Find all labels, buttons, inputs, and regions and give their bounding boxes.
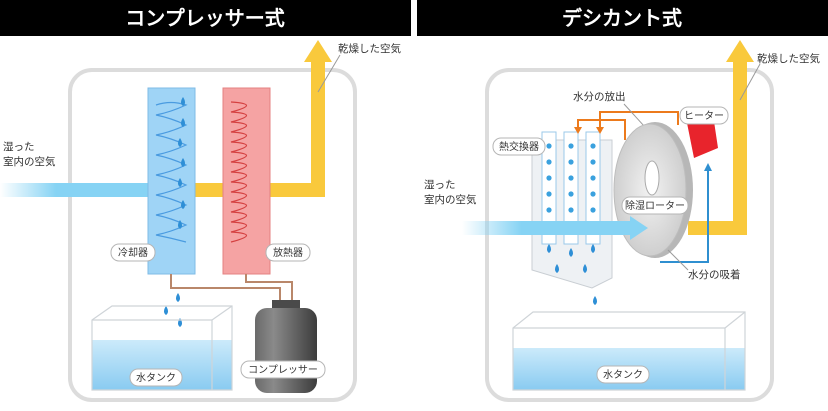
radiator-label-pill bbox=[265, 243, 311, 262]
cooler-condensation-drops bbox=[178, 97, 185, 229]
adsorb-arrowhead bbox=[704, 163, 712, 171]
rotor-label: 除湿ローター bbox=[625, 199, 685, 212]
right-humid-air-arrowhead bbox=[630, 216, 648, 240]
radiator-coil bbox=[230, 101, 248, 243]
left-humid-air-label: 湿った 室内の空気 bbox=[3, 141, 56, 168]
cooler-label-pill bbox=[110, 243, 156, 262]
adsorb-leader bbox=[667, 249, 689, 271]
moisture-release-label: 水分の放出 bbox=[573, 90, 626, 103]
heater-label: ヒーター bbox=[684, 110, 724, 122]
left-title: コンプレッサー式 bbox=[125, 6, 284, 30]
desiccant-rotor bbox=[613, 122, 693, 258]
right-dry-air-leader bbox=[739, 63, 761, 101]
left-tank-label: 水タンク bbox=[136, 372, 176, 384]
left-title-bar bbox=[0, 0, 411, 36]
right-title: デシカント式 bbox=[562, 6, 682, 30]
heat-exchanger-label-pill bbox=[492, 137, 546, 156]
right-title-bar bbox=[417, 0, 828, 36]
moisture-release-path-inner bbox=[577, 119, 626, 140]
heater-label-pill bbox=[679, 106, 729, 125]
compressor-type-section: コンプレッサー式 湿った 室内の空気 乾燥した空気 冷却器 bbox=[0, 0, 411, 402]
release-arrowhead-1 bbox=[574, 127, 582, 134]
moisture-adsorb-path bbox=[660, 168, 709, 263]
right-humid-air-flow bbox=[462, 221, 632, 235]
left-tank-label-pill bbox=[129, 368, 183, 387]
radiator-unit bbox=[222, 87, 271, 275]
pipe-cooler-to-compressor bbox=[170, 274, 281, 305]
left-dry-air-leader bbox=[317, 54, 341, 93]
left-dry-air-label: 乾燥した空気 bbox=[338, 42, 401, 55]
left-dry-air-arrowhead bbox=[304, 40, 332, 62]
desiccant-type-section: デシカント式 乾燥した空気 熱交 bbox=[417, 0, 828, 402]
release-arrowhead-2 bbox=[596, 127, 604, 134]
compressor-label-pill bbox=[240, 360, 326, 379]
moisture-release-path bbox=[599, 111, 679, 131]
right-tank-label: 水タンク bbox=[603, 369, 643, 381]
right-dry-air-arrowhead bbox=[726, 40, 754, 62]
cooler-label: 冷却器 bbox=[118, 246, 148, 259]
rotor-label-pill bbox=[621, 196, 689, 215]
right-dry-air-label: 乾燥した空気 bbox=[757, 52, 820, 65]
right-dry-air-flow bbox=[688, 60, 747, 235]
cooler-unit bbox=[147, 87, 196, 275]
radiator-label: 放熱器 bbox=[273, 246, 303, 259]
heat-exchanger-label: 熱交換器 bbox=[499, 140, 539, 153]
compressor-unit bbox=[255, 300, 317, 393]
right-humid-air-label: 湿った 室内の空気 bbox=[424, 179, 477, 206]
left-humid-air-flow bbox=[0, 183, 160, 197]
right-tank-label-pill bbox=[596, 365, 650, 384]
right-falling-drop bbox=[593, 296, 597, 305]
cooler-coil bbox=[155, 101, 188, 243]
pipe-radiator-to-compressor bbox=[245, 274, 293, 305]
compressor-label: コンプレッサー bbox=[248, 364, 318, 376]
moisture-adsorb-label: 水分の吸着 bbox=[688, 268, 741, 281]
heat-exchanger bbox=[531, 131, 613, 289]
